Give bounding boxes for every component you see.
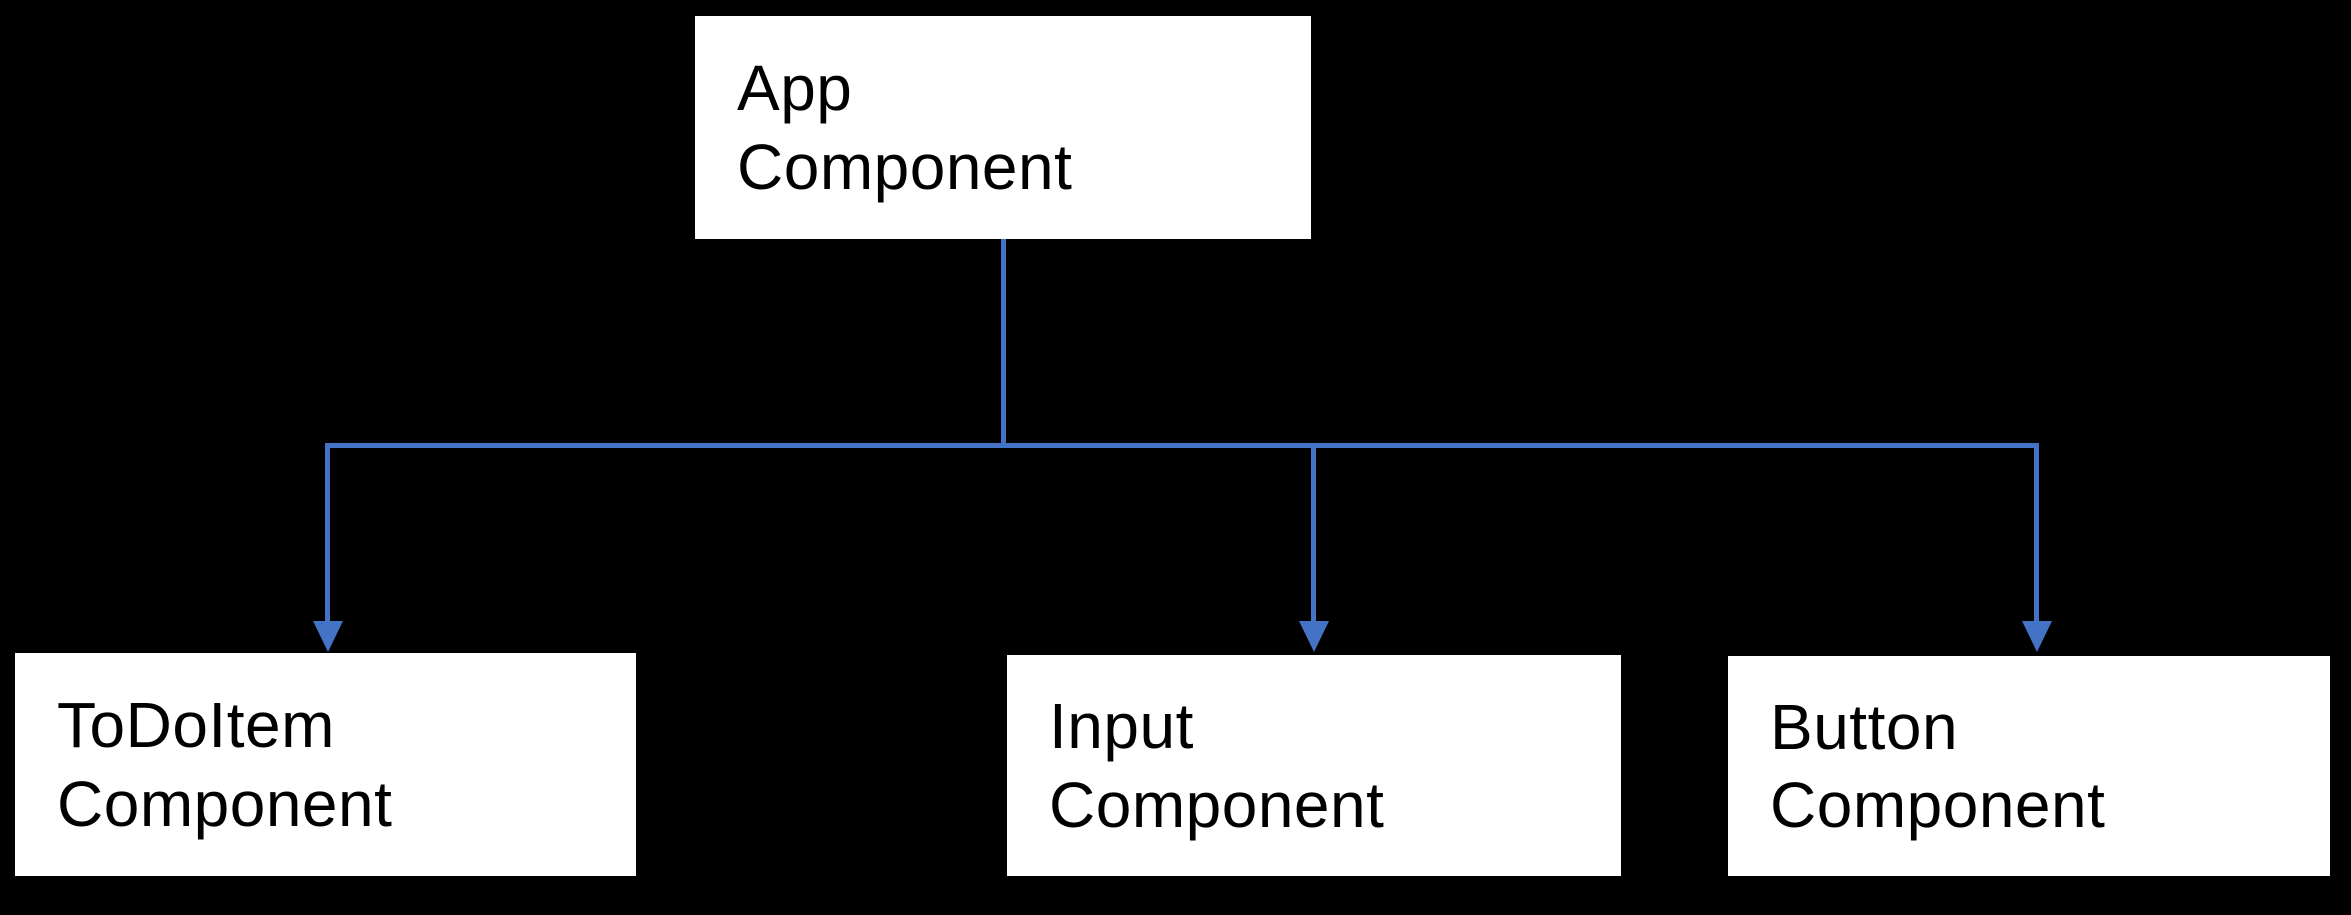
arrow-down-icon [313, 621, 343, 652]
node-todoitem-component: ToDoItem Component [15, 653, 636, 876]
connector-drop-button [2034, 443, 2039, 623]
arrow-down-icon [2022, 621, 2052, 652]
connector-horizontal-bus [325, 443, 2039, 448]
connector-drop-input [1311, 443, 1316, 623]
node-button-component: Button Component [1728, 656, 2330, 876]
node-input-component: Input Component [1007, 655, 1621, 876]
connector-drop-todoitem [325, 443, 330, 623]
connector-root-stem [1001, 239, 1006, 447]
node-app-component: App Component [695, 16, 1311, 239]
arrow-down-icon [1299, 621, 1329, 652]
